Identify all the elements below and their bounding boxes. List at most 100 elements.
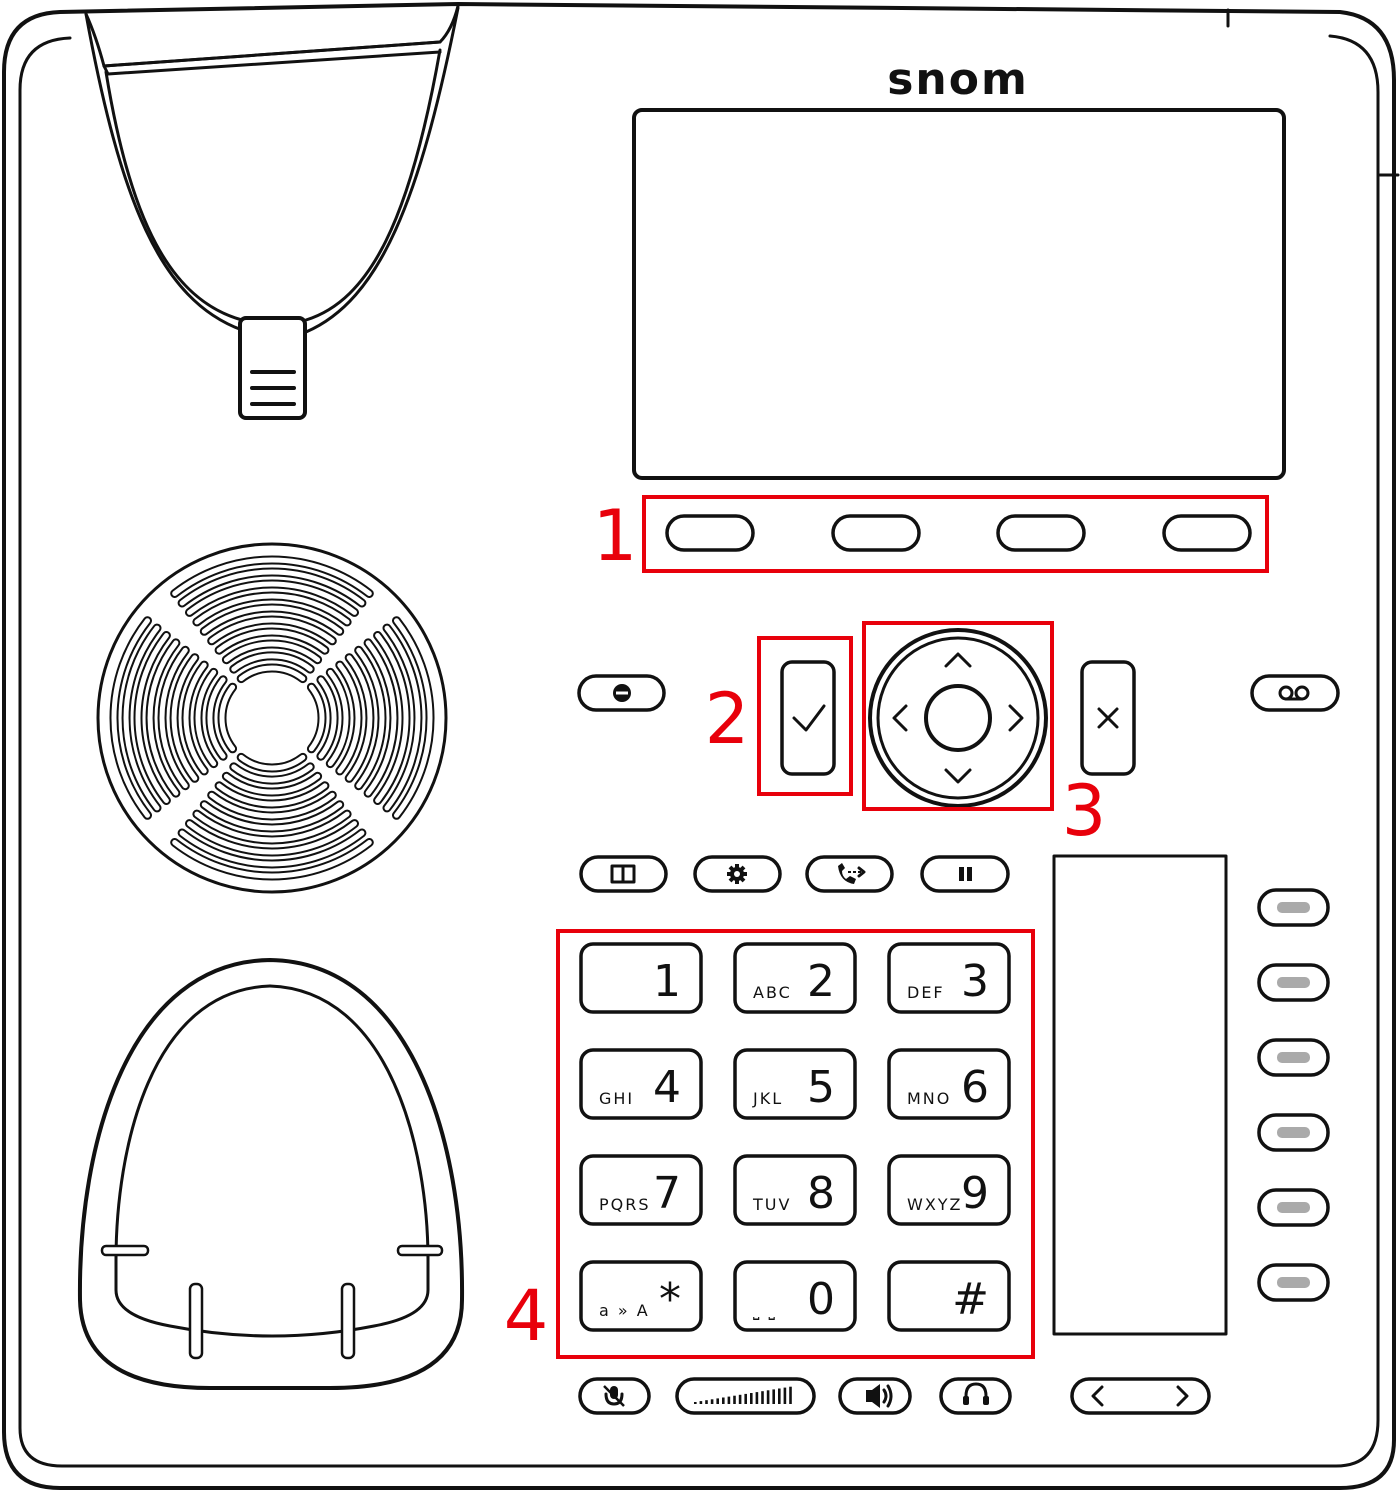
key-digit: 5 <box>807 1062 835 1113</box>
grille-slot-inner <box>223 773 321 795</box>
grille-slot-inner <box>135 633 169 803</box>
grille-slot-inner <box>159 647 188 789</box>
cancel-button[interactable] <box>1080 660 1136 776</box>
hold-icon <box>959 867 972 881</box>
key-digit: 1 <box>653 956 681 1007</box>
key-digit: * <box>659 1274 681 1325</box>
function-key-4[interactable] <box>1257 1113 1330 1152</box>
grille-slot-inner <box>216 629 328 653</box>
grille-slot-inner <box>384 625 421 811</box>
key-digit: 7 <box>653 1168 681 1219</box>
grille-slot-inner <box>147 640 179 796</box>
grille-slot-inner <box>171 655 198 781</box>
page-switch-button[interactable] <box>1070 1377 1211 1415</box>
led-indicator <box>1277 1127 1310 1138</box>
function-key-2[interactable] <box>1257 963 1330 1002</box>
function-key-5[interactable] <box>1257 1188 1330 1227</box>
key-digit: 8 <box>807 1168 835 1219</box>
grille-slot-inner <box>219 684 236 752</box>
function-key-1[interactable] <box>1257 888 1330 927</box>
mute-button[interactable] <box>578 1377 651 1415</box>
grille-slot-inner <box>187 581 357 615</box>
key-letters: TUV <box>752 1195 791 1214</box>
check-icon <box>792 704 826 732</box>
context-key-3[interactable] <box>996 514 1086 552</box>
key-digit: 3 <box>961 956 989 1007</box>
key-digit: 2 <box>807 956 835 1007</box>
hook-switch <box>238 316 307 420</box>
function-key-6[interactable] <box>1257 1263 1330 1302</box>
ok-button[interactable] <box>780 660 836 776</box>
nav-down-button[interactable] <box>944 768 972 784</box>
grille-slot-inner <box>223 641 321 663</box>
handset-cradle <box>84 4 460 334</box>
directory-book-icon <box>610 864 636 884</box>
settings-button[interactable] <box>693 855 782 893</box>
key-letters: WXYZ <box>907 1195 963 1214</box>
keypad-key-star[interactable]: *a » A <box>579 1260 703 1332</box>
hold-button[interactable] <box>920 855 1010 893</box>
callout-4: 4 <box>504 929 1035 1359</box>
context-key-4[interactable] <box>1162 514 1252 552</box>
grille-slot-inner <box>365 640 397 796</box>
gear-icon <box>727 864 747 884</box>
context-key-2[interactable] <box>831 514 921 552</box>
function-key-3[interactable] <box>1257 1038 1330 1077</box>
key-digit: 9 <box>961 1168 989 1219</box>
key-letters: GHI <box>599 1089 634 1108</box>
grille-slot-inner <box>194 811 350 843</box>
navigation-pad <box>868 628 1048 808</box>
voicemail-icon <box>1278 685 1310 701</box>
headset-icon <box>963 1382 989 1405</box>
voicemail-button[interactable] <box>1250 674 1340 712</box>
transfer-button[interactable] <box>805 855 894 893</box>
context-key-1[interactable] <box>665 514 755 552</box>
key-letters: JKL <box>752 1089 783 1108</box>
nav-left-button[interactable] <box>892 704 908 732</box>
brand-logo: snom <box>887 54 1029 105</box>
mute-microphone-icon <box>603 1385 625 1407</box>
grille-slot-inner <box>231 653 313 672</box>
directory-button[interactable] <box>579 855 668 893</box>
nav-up-button[interactable] <box>944 652 972 668</box>
keypad-key-0[interactable]: 0⎵ ⎵ <box>733 1260 857 1332</box>
dnd-button[interactable] <box>577 674 666 712</box>
callout-2: 2 <box>705 636 853 796</box>
grille-slot-inner <box>172 557 372 596</box>
keypad-key-1[interactable]: 1 <box>579 942 703 1014</box>
key-digit: # <box>952 1274 989 1325</box>
grille-slot-inner <box>194 593 350 625</box>
grille-slot-inner <box>238 665 306 682</box>
display-screen <box>632 108 1286 480</box>
nav-right-button[interactable] <box>1008 704 1024 732</box>
callout-number-4: 4 <box>504 1275 549 1357</box>
headset-button[interactable] <box>939 1377 1012 1415</box>
speaker-icon <box>866 1384 893 1408</box>
grille-slot-inner <box>187 821 357 855</box>
grille-slot-inner <box>123 625 160 811</box>
grille-slot-inner <box>318 677 337 759</box>
key-letters: MNO <box>907 1089 951 1108</box>
grille-slot-inner <box>231 764 313 783</box>
grille-slot-inner <box>356 647 385 789</box>
close-icon <box>1097 707 1119 729</box>
key-letters: ⎵ ⎵ <box>753 1301 777 1320</box>
grille-slot-inner <box>179 569 365 606</box>
volume-button[interactable] <box>675 1377 816 1415</box>
grille-slot-inner <box>375 633 409 803</box>
keypad-key-hash[interactable]: # <box>887 1260 1011 1332</box>
grille-slot-inner <box>201 605 343 634</box>
nav-center-button[interactable] <box>924 684 992 752</box>
speaker-button[interactable] <box>838 1377 912 1415</box>
callout-1: 1 <box>593 495 1269 577</box>
grille-slot-inner <box>111 618 150 818</box>
